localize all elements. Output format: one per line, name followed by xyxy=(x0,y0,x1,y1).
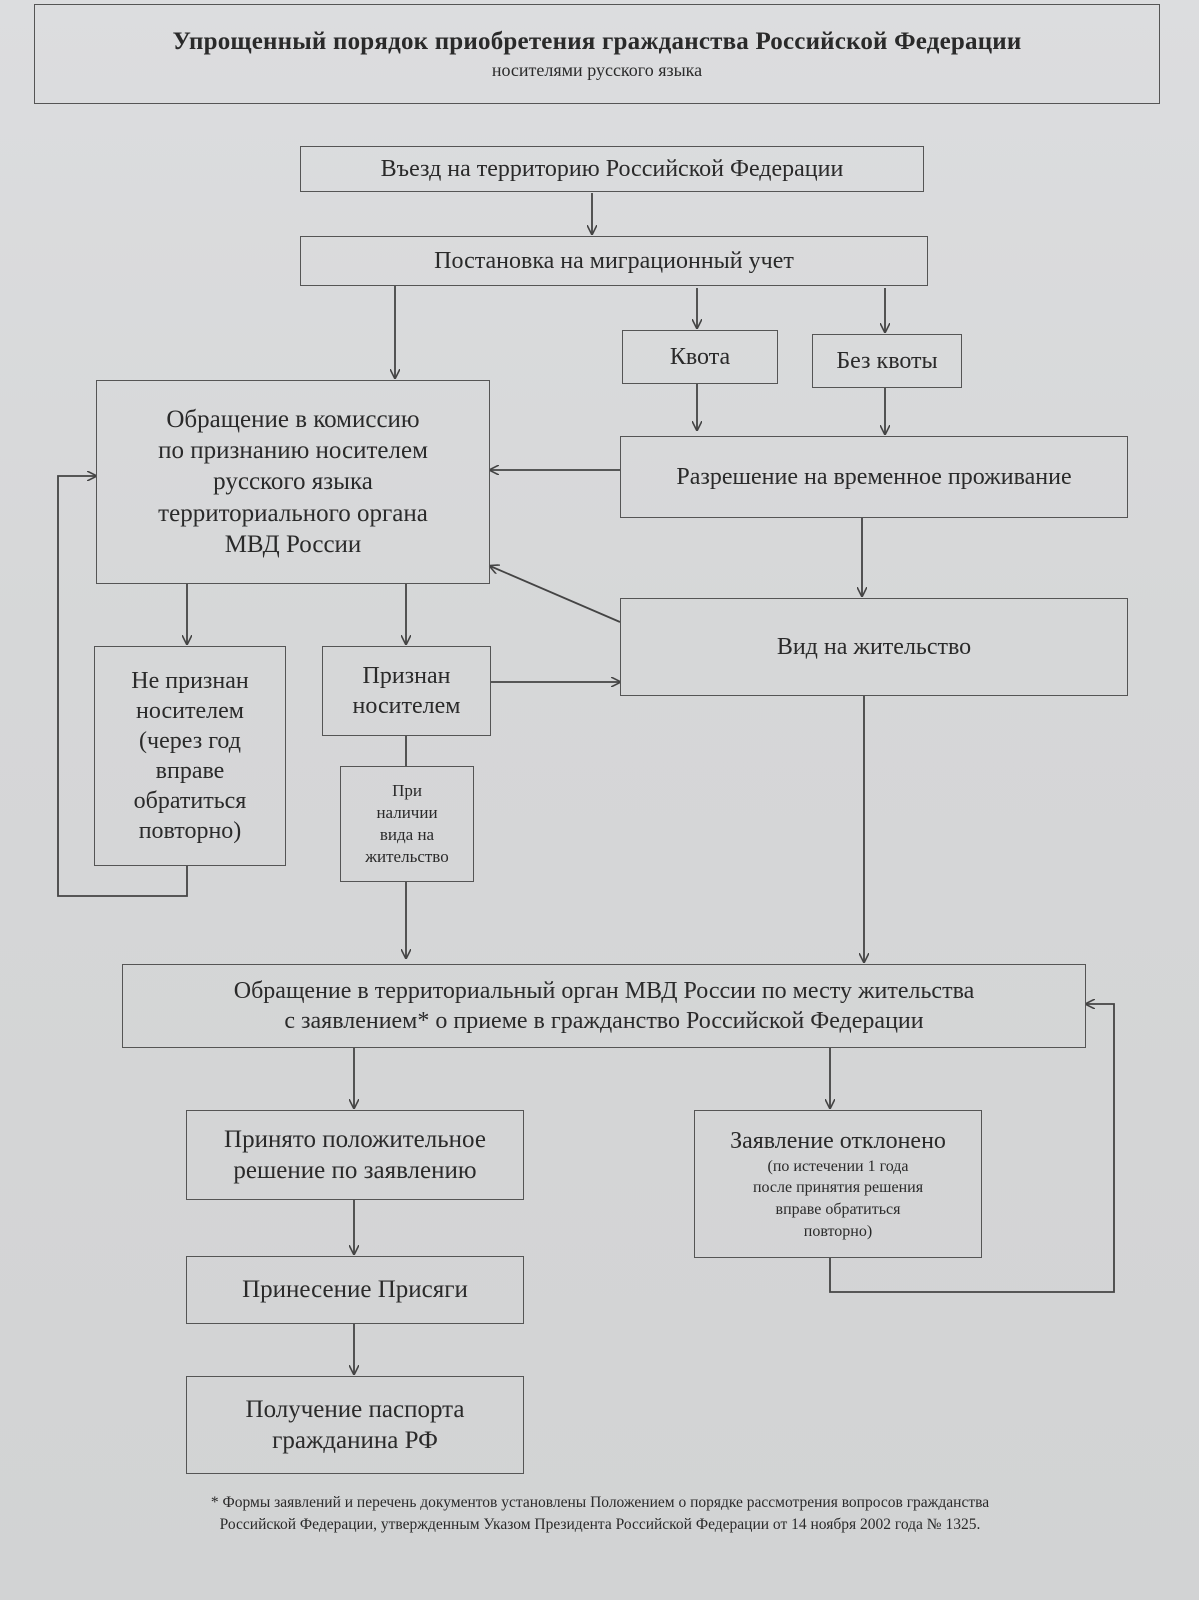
node-commission-line-4: территориального органа xyxy=(158,499,428,527)
node-passport-line-2: гражданина РФ xyxy=(272,1427,438,1454)
node-application: Обращение в территориальный орган МВД Ро… xyxy=(122,964,1086,1048)
node-recognized-line-1: Признан xyxy=(362,663,451,689)
node-passport-line-1: Получение паспорта xyxy=(245,1395,465,1423)
footnote-line-2: Российской Федерации, утвержденным Указо… xyxy=(219,1516,981,1534)
node-rejected-note-1: (по истечении 1 года xyxy=(767,1157,909,1175)
node-commission-line-3: русского языка xyxy=(213,468,373,496)
node-not-recognized-line-1: Не признан xyxy=(131,668,249,694)
node-rejected-note-2: после принятия решения xyxy=(752,1179,924,1197)
node-commission: Обращение в комиссию по признанию носите… xyxy=(96,380,490,584)
node-with-permit-line-1: При xyxy=(392,780,422,800)
node-temp-residence-label: Разрешение на временное проживание xyxy=(676,464,1072,490)
node-with-permit-line-4: жительство xyxy=(365,847,449,867)
node-residence-permit: Вид на жительство xyxy=(620,598,1128,696)
node-entry-label: Въезд на территорию Российской Федерации xyxy=(380,156,844,182)
node-commission-line-2: по признанию носителем xyxy=(158,437,428,465)
node-no-quota-label: Без квоты xyxy=(836,348,938,374)
node-approved-line-1: Принято положительное xyxy=(224,1125,486,1153)
node-rejected-title: Заявление отклонено xyxy=(730,1127,946,1154)
node-rejected: Заявление отклонено (по истечении 1 года… xyxy=(694,1110,982,1258)
node-approved-line-2: решение по заявлению xyxy=(233,1157,477,1184)
node-oath: Принесение Присяги xyxy=(186,1256,524,1324)
node-quota-label: Квота xyxy=(669,344,731,370)
node-not-recognized: Не признан носителем (через год вправе о… xyxy=(94,646,286,866)
node-no-quota: Без квоты xyxy=(812,334,962,388)
node-recognized-line-2: носителем xyxy=(352,693,461,719)
node-not-recognized-line-3: (через год xyxy=(139,728,241,754)
node-not-recognized-line-2: носителем xyxy=(136,698,244,724)
node-entry: Въезд на территорию Российской Федерации xyxy=(300,146,924,192)
node-application-line-1: Обращение в территориальный орган МВД Ро… xyxy=(233,978,975,1004)
page-subtitle: носителями русского языка xyxy=(491,60,703,81)
node-passport: Получение паспорта гражданина РФ xyxy=(186,1376,524,1474)
node-temp-residence: Разрешение на временное проживание xyxy=(620,436,1128,518)
node-commission-line-1: Обращение в комиссию xyxy=(166,405,420,433)
footnote-line-1: * Формы заявлений и перечень документов … xyxy=(210,1494,990,1511)
arrow-not-recognized-loop xyxy=(57,476,188,897)
node-rejected-note-3: вправе обратиться xyxy=(775,1201,901,1218)
node-residence-permit-label: Вид на жительство xyxy=(776,634,972,660)
node-with-permit-line-2: наличии xyxy=(376,802,438,822)
arrow-residence-to-commission xyxy=(490,566,621,623)
node-rejected-note-4: повторно) xyxy=(803,1222,873,1240)
node-quota: Квота xyxy=(622,330,778,384)
node-oath-label: Принесение Присяги xyxy=(242,1276,468,1304)
node-not-recognized-line-4: вправе xyxy=(155,758,225,784)
node-not-recognized-line-6: повторно) xyxy=(138,818,242,844)
node-approved: Принято положительное решение по заявлен… xyxy=(186,1110,524,1200)
node-application-line-2: с заявлением* о приеме в гражданство Рос… xyxy=(284,1008,924,1034)
node-registration-label: Постановка на миграционный учет xyxy=(434,248,794,274)
header-box: Упрощенный порядок приобретения гражданс… xyxy=(34,4,1160,104)
node-with-permit: При наличии вида на жительство xyxy=(340,766,474,882)
node-not-recognized-line-5: обратиться xyxy=(133,788,247,814)
arrow-rejected-loop xyxy=(829,1004,1115,1293)
node-recognized: Признан носителем xyxy=(322,646,491,736)
page-title: Упрощенный порядок приобретения гражданс… xyxy=(172,28,1022,56)
node-registration: Постановка на миграционный учет xyxy=(300,236,928,286)
node-commission-line-5: МВД России xyxy=(224,530,362,558)
footnote: * Формы заявлений и перечень документов … xyxy=(60,1492,1140,1537)
node-with-permit-line-3: вида на xyxy=(379,825,435,844)
